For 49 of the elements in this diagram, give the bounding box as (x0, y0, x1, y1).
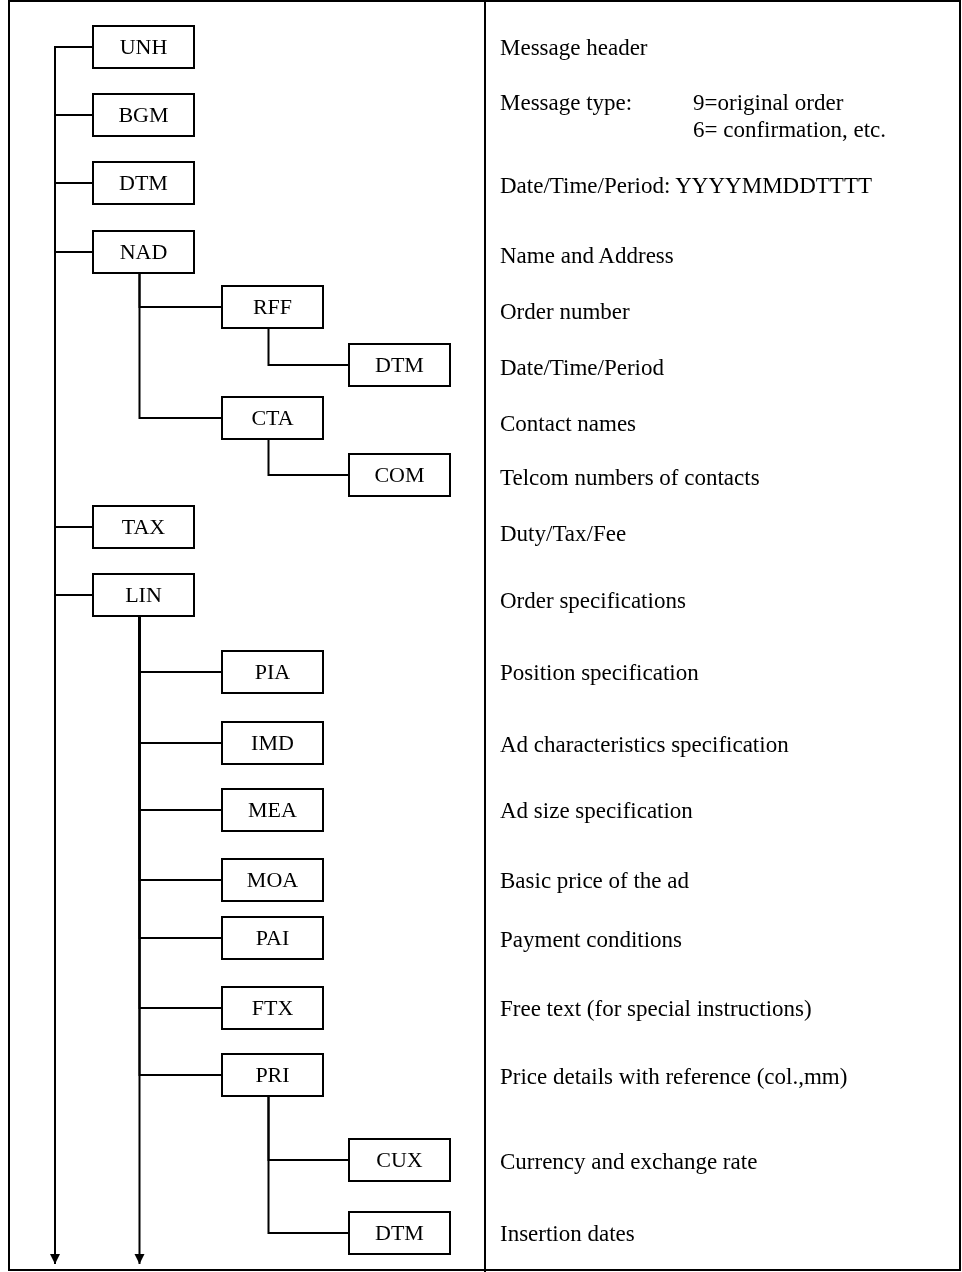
description-text: Message type: (500, 90, 633, 114)
description-text: Date/Time/Period: YYYYMMDDTTTT (500, 173, 873, 197)
description-text: Order specifications (500, 588, 686, 612)
connector-line (54, 46, 93, 116)
segment-box: TAX (92, 505, 195, 549)
segment-box: CTA (221, 396, 324, 440)
description-text: Name and Address (500, 243, 674, 267)
segment-box: BGM (92, 93, 195, 137)
segment-box: CUX (348, 1138, 451, 1182)
segment-box: LIN (92, 573, 195, 617)
description-text: Telcom numbers of contacts (500, 465, 760, 489)
segment-box: NAD (92, 230, 195, 274)
segment-box: PIA (221, 650, 324, 694)
description-text: Ad characteristics specification (500, 732, 789, 756)
connector-line (54, 251, 93, 528)
segment-box: MOA (221, 858, 324, 902)
segment-box: COM (348, 453, 451, 497)
connector-line (54, 526, 93, 596)
segment-box: MEA (221, 788, 324, 832)
description-text: 6= confirmation, etc. (693, 117, 887, 141)
description-text: Contact names (500, 411, 637, 435)
description-text: Currency and exchange rate (500, 1149, 758, 1173)
segment-box: FTX (221, 986, 324, 1030)
segment-box: PAI (221, 916, 324, 960)
description-text: 9=original order (693, 90, 844, 114)
description-text: Duty/Tax/Fee (500, 521, 627, 545)
description-text: Price details with reference (col.,mm) (500, 1064, 848, 1088)
description-text: Message header (500, 35, 648, 59)
connector-line (267, 439, 349, 476)
segment-box: DTM (92, 161, 195, 205)
description-text: Date/Time/Period (500, 355, 664, 379)
segment-box: RFF (221, 285, 324, 329)
connector-line (138, 273, 222, 419)
connector-line (267, 1096, 349, 1234)
segment-box: DTM (348, 1211, 451, 1255)
connector-line (54, 114, 93, 184)
description-text: Order number (500, 299, 630, 323)
description-text: Free text (for special instructions) (500, 996, 812, 1020)
description-text: Insertion dates (500, 1221, 635, 1245)
description-text: Basic price of the ad (500, 868, 690, 892)
segment-box: DTM (348, 343, 451, 387)
connector-line (267, 328, 349, 366)
description-text: Ad size specification (500, 798, 693, 822)
description-text: Position specification (500, 660, 699, 684)
segment-box: UNH (92, 25, 195, 69)
segment-box: IMD (221, 721, 324, 765)
connector-line (54, 182, 93, 253)
segment-box: PRI (221, 1053, 324, 1097)
description-text: Payment conditions (500, 927, 683, 951)
